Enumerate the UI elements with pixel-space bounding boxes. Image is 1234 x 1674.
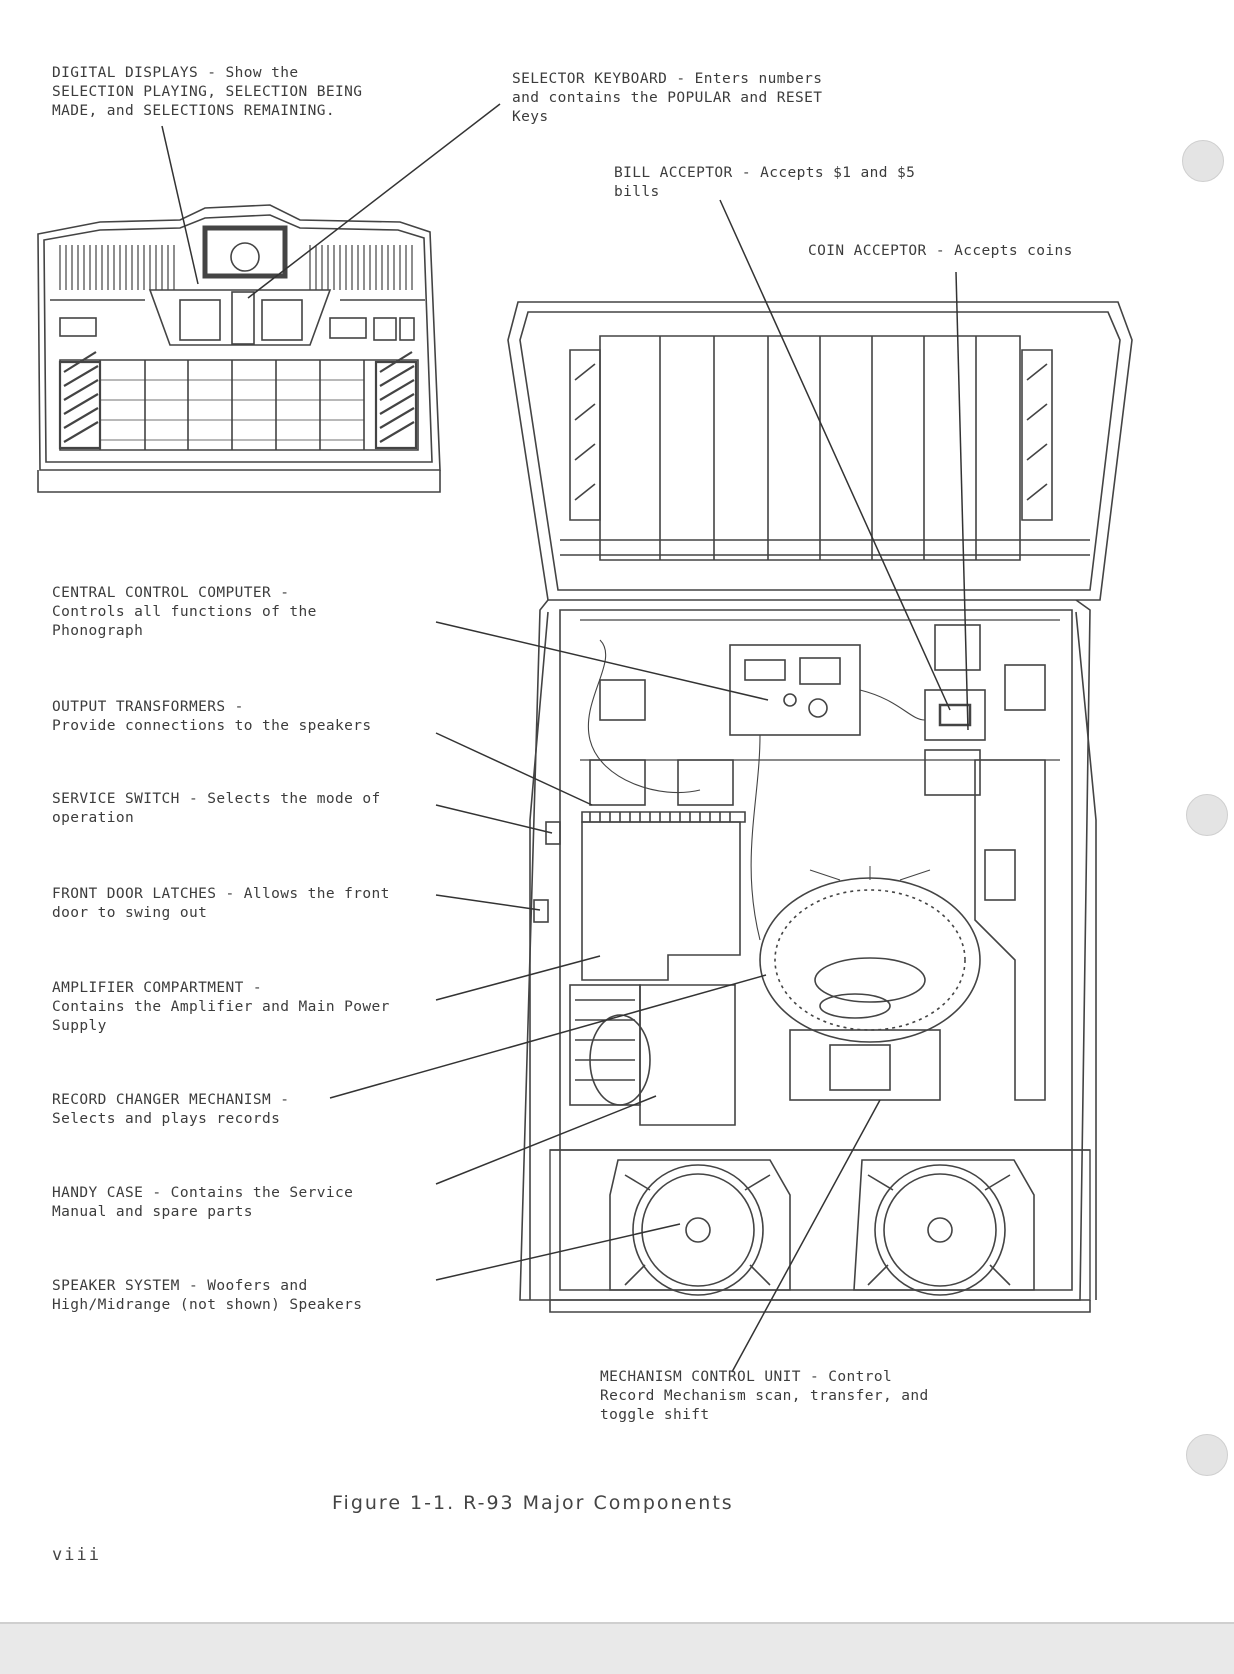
punch-hole-bottom [1186,1434,1228,1476]
jukebox-cabinet [507,301,1133,1313]
leader-coin-acceptor [955,271,969,731]
figure-caption: Figure 1-1. R-93 Major Components [332,1492,734,1514]
callout-amplifier-compartment: AMPLIFIER COMPARTMENT - Contains the Amp… [52,980,390,1034]
callout-record-changer-mechanism: RECORD CHANGER MECHANISM - Selects and p… [52,1092,290,1127]
leader-output-transformers [435,732,593,806]
control-panel-illustration [37,204,441,493]
leader-central-control-computer [435,621,769,701]
callout-speaker-system: SPEAKER SYSTEM - Woofers and High/Midran… [52,1278,363,1313]
punch-hole-top [1182,140,1224,182]
leader-service-switch [435,804,553,834]
leader-lines [161,103,969,1373]
callout-digital-displays: DIGITAL DISPLAYS - Show the SELECTION PL… [52,65,363,119]
leader-front-door-latches [435,894,541,911]
callout-central-control-computer: CENTRAL CONTROL COMPUTER - Controls all … [52,585,317,639]
callout-coin-acceptor: COIN ACCEPTOR - Accepts coins [808,243,1073,259]
punch-hole-middle [1186,794,1228,836]
callout-handy-case: HANDY CASE - Contains the Service Manual… [52,1185,354,1220]
callout-selector-keyboard: SELECTOR KEYBOARD - Enters numbers and c… [512,71,823,125]
scan-edge [0,1622,1234,1674]
callout-mechanism-control-unit: MECHANISM CONTROL UNIT - Control Record … [600,1369,929,1423]
page-number: viii [52,1545,101,1565]
callout-output-transformers: OUTPUT TRANSFORMERS - Provide connection… [52,699,372,734]
leader-mechanism-control-unit [731,1099,881,1373]
leader-speaker-system [435,1223,681,1281]
leader-amplifier-compartment [435,955,601,1001]
leader-handy-case [435,1095,657,1185]
leader-record-changer [329,974,767,1099]
callout-bill-acceptor: BILL ACCEPTOR - Accepts $1 and $5 bills [614,165,916,200]
leader-digital-displays [161,125,199,285]
callout-front-door-latches: FRONT DOOR LATCHES - Allows the front do… [52,886,390,921]
leader-bill-acceptor [719,199,951,711]
leader-selector-keyboard [247,103,501,299]
callout-service-switch: SERVICE SWITCH - Selects the mode of ope… [52,791,381,826]
